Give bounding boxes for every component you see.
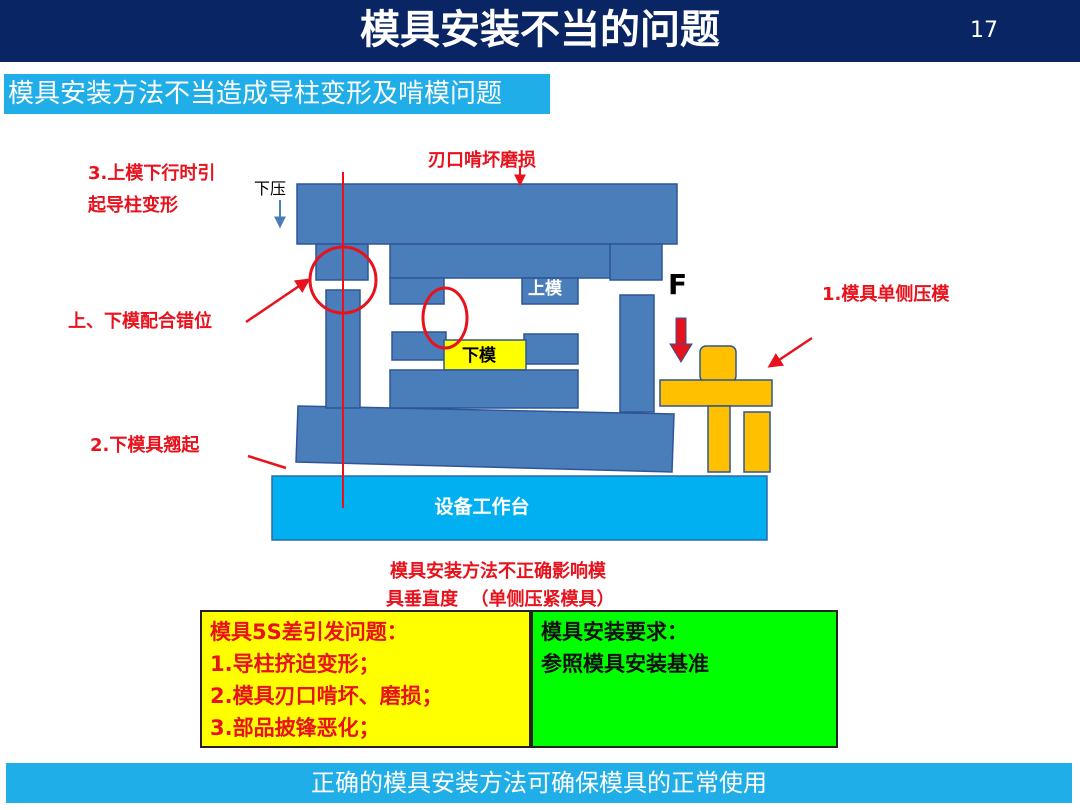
force-label: F bbox=[668, 268, 687, 301]
upper-die-label: 上模 bbox=[528, 278, 563, 299]
equipment-table bbox=[271, 475, 768, 541]
force-arrow-shaft bbox=[675, 317, 687, 345]
one-side-arrow bbox=[767, 336, 813, 368]
punch-right bbox=[521, 277, 579, 305]
slide-title: 模具安装不当的问题 bbox=[360, 7, 720, 53]
upper-die-plate bbox=[296, 183, 678, 245]
problem-item: 2.模具刃口啃坏、磨损； bbox=[210, 684, 443, 708]
one-side-label: 1.模具单侧压模 bbox=[822, 283, 950, 305]
lower-die-right bbox=[523, 333, 579, 365]
table-label: 设备工作台 bbox=[434, 495, 529, 518]
edge-wear-label: 刃口啃坏磨损 bbox=[428, 149, 536, 171]
clamp-bar bbox=[659, 379, 773, 407]
warp-line bbox=[247, 454, 287, 470]
edge-circle bbox=[421, 286, 469, 350]
problems-title: 模具5S差引发问题： bbox=[210, 620, 408, 644]
problems-box: 模具5S差引发问题： 1.导柱挤迫变形； 2.模具刃口啃坏、磨损； 3.部品披锋… bbox=[200, 610, 531, 748]
warp-label: 2.下模具翘起 bbox=[90, 434, 200, 456]
problem-item: 3.部品披锋恶化； bbox=[210, 716, 380, 740]
guide-pillar-right bbox=[619, 294, 655, 413]
press-down-label: 下压 bbox=[254, 179, 286, 198]
lower-die-label: 下模 bbox=[462, 345, 497, 366]
caption-line-1: 模具安装方法不正确影响模 bbox=[390, 560, 607, 582]
requirements-box: 模具安装要求： 参照模具安装基准 bbox=[531, 610, 838, 748]
upper-right-block bbox=[609, 243, 663, 281]
problem-item: 1.导柱挤迫变形； bbox=[210, 652, 380, 676]
guide-pillar-label-1: 3.上模下行时引 bbox=[88, 162, 215, 184]
lower-die-base bbox=[295, 405, 675, 473]
header-bar: 模具安装不当的问题 17 bbox=[0, 0, 1080, 62]
caption-line-2: 具垂直度 （单侧压紧模具） bbox=[386, 588, 615, 610]
lower-die-insert bbox=[443, 339, 527, 371]
footer-banner: 正确的模具安装方法可确保模具的正常使用 bbox=[6, 763, 1072, 803]
requirements-title: 模具安装要求： bbox=[541, 620, 688, 644]
lower-die-plate bbox=[389, 369, 579, 409]
requirement-item: 参照模具安装基准 bbox=[541, 652, 709, 676]
punch-holder bbox=[389, 243, 611, 279]
guide-pillar-label-2: 起导柱变形 bbox=[87, 194, 178, 216]
subtitle-banner: 模具安装方法不当造成导柱变形及啃模问题 bbox=[4, 74, 550, 114]
lower-die-left bbox=[391, 331, 447, 361]
clamp-stem bbox=[707, 405, 731, 473]
misalign-arrow bbox=[245, 278, 311, 324]
force-arrow-head bbox=[669, 343, 693, 363]
clamp-head bbox=[699, 345, 737, 383]
misalign-label: 上、下模配合错位 bbox=[68, 310, 212, 332]
clamp-support bbox=[743, 411, 771, 473]
page-number: 17 bbox=[970, 18, 998, 43]
